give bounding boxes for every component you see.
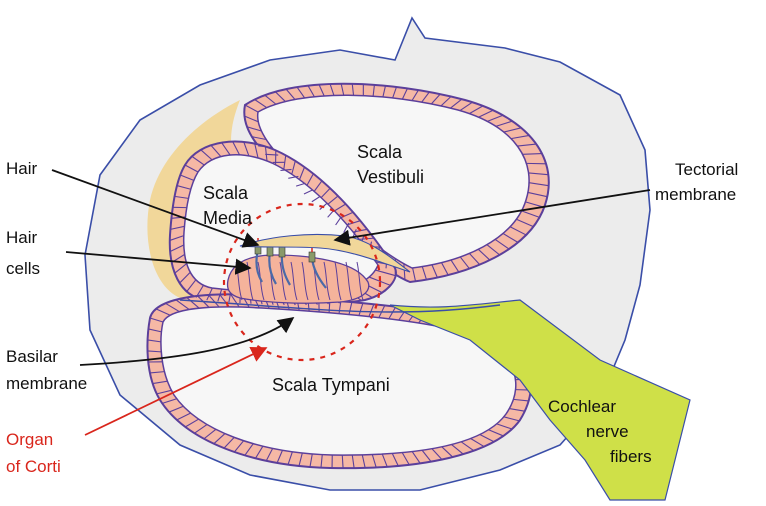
label-scala-vestibuli-line2: Vestibuli (357, 167, 424, 187)
label-organ-line1: Organ (6, 430, 53, 449)
label-basilar-line1: Basilar (6, 347, 58, 366)
label-tectorial-line1: Tectorial (675, 160, 738, 179)
label-hair: Hair (6, 159, 38, 178)
label-scala-media-line1: Scala (203, 183, 249, 203)
label-scala-tympani: Scala Tympani (272, 375, 390, 395)
label-tectorial-line2: membrane (655, 185, 736, 204)
label-hair-cells-line1: Hair (6, 228, 38, 247)
label-hair-cells-line2: cells (6, 259, 40, 278)
label-cochlear-line1: Cochlear (548, 397, 616, 416)
label-scala-vestibuli-line1: Scala (357, 142, 403, 162)
label-scala-media-line2: Media (203, 208, 253, 228)
label-organ-line2: of Corti (6, 457, 61, 476)
label-basilar-line2: membrane (6, 374, 87, 393)
label-cochlear-line3: fibers (610, 447, 652, 466)
label-cochlear-line2: nerve (586, 422, 629, 441)
